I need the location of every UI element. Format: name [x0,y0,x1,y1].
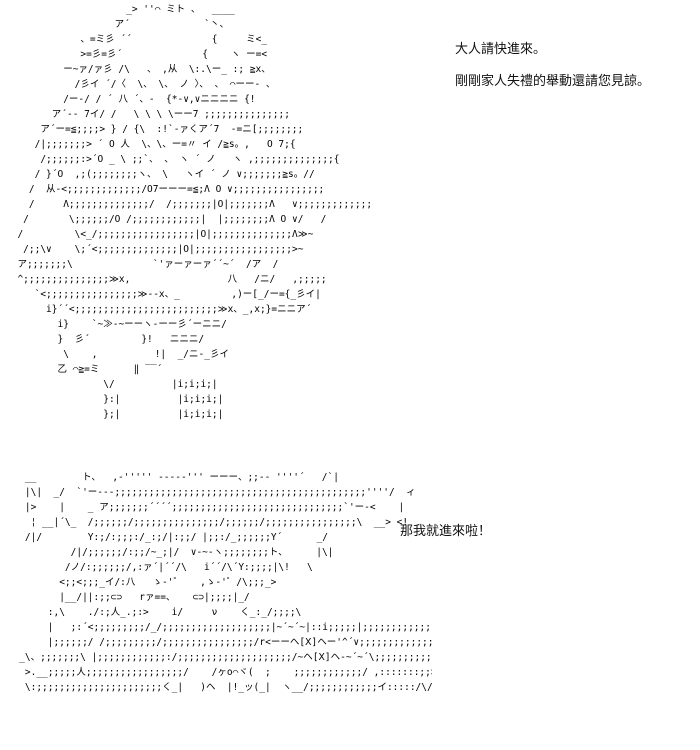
dialogue-line-2: 剛剛家人失禮的舉動還請您見諒。 [455,74,651,89]
ascii-art-top-figure: _> ''⌒ ミト 、 ____ ア´ `丶、 、=ミ彡 ´´ { ミ<_ >=… [17,4,373,420]
dialogue-line-1: 大人請快進來。 [455,42,547,57]
dialogue-line-3: 那我就進來啦！ [400,524,492,539]
ascii-art-bottom-figure: __ ト、 ,-''''' ----‐''' ーーー、;;-‐ ''''´ /`… [19,472,432,693]
